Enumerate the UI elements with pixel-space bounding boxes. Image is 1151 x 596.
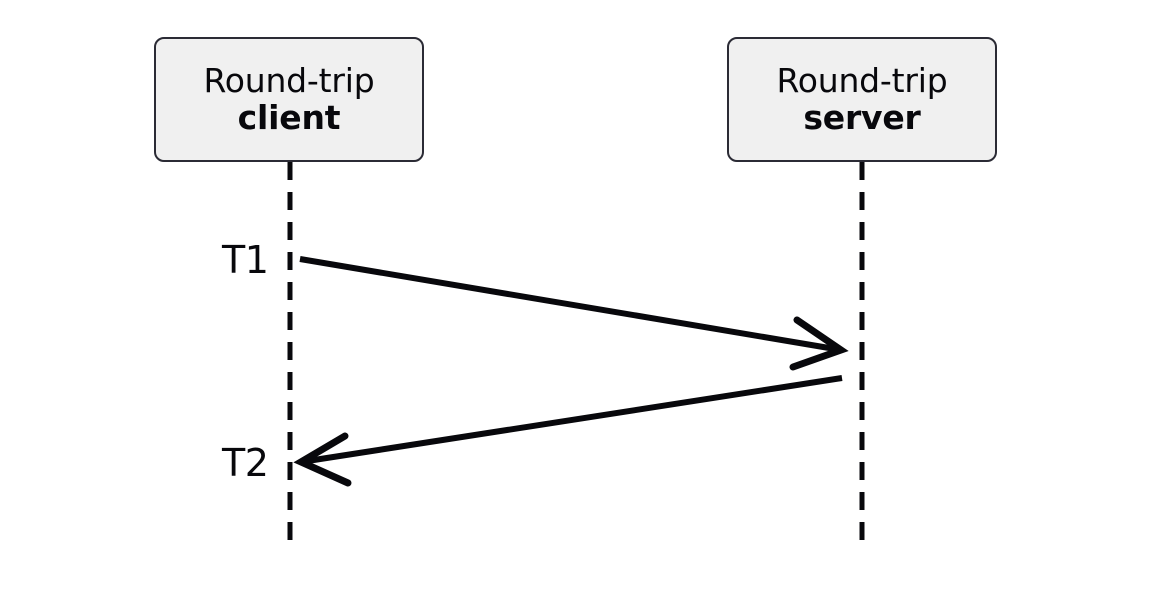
message-request-line xyxy=(299,256,842,353)
participant-server-role: server xyxy=(803,97,921,137)
message-request xyxy=(299,256,849,371)
participant-client-role: client xyxy=(237,97,341,137)
message-response xyxy=(293,375,843,487)
time-label-t2: T2 xyxy=(222,441,269,485)
participant-server-title: Round-trip xyxy=(776,60,948,100)
time-label-t1: T1 xyxy=(222,238,269,282)
participant-client-title: Round-trip xyxy=(203,60,375,100)
message-response-arrowhead xyxy=(293,432,352,487)
participant-box-client[interactable]: Round-trip client xyxy=(154,37,424,162)
message-response-line xyxy=(300,375,843,465)
participant-box-server[interactable]: Round-trip server xyxy=(727,37,997,162)
message-request-arrowhead xyxy=(789,316,849,371)
